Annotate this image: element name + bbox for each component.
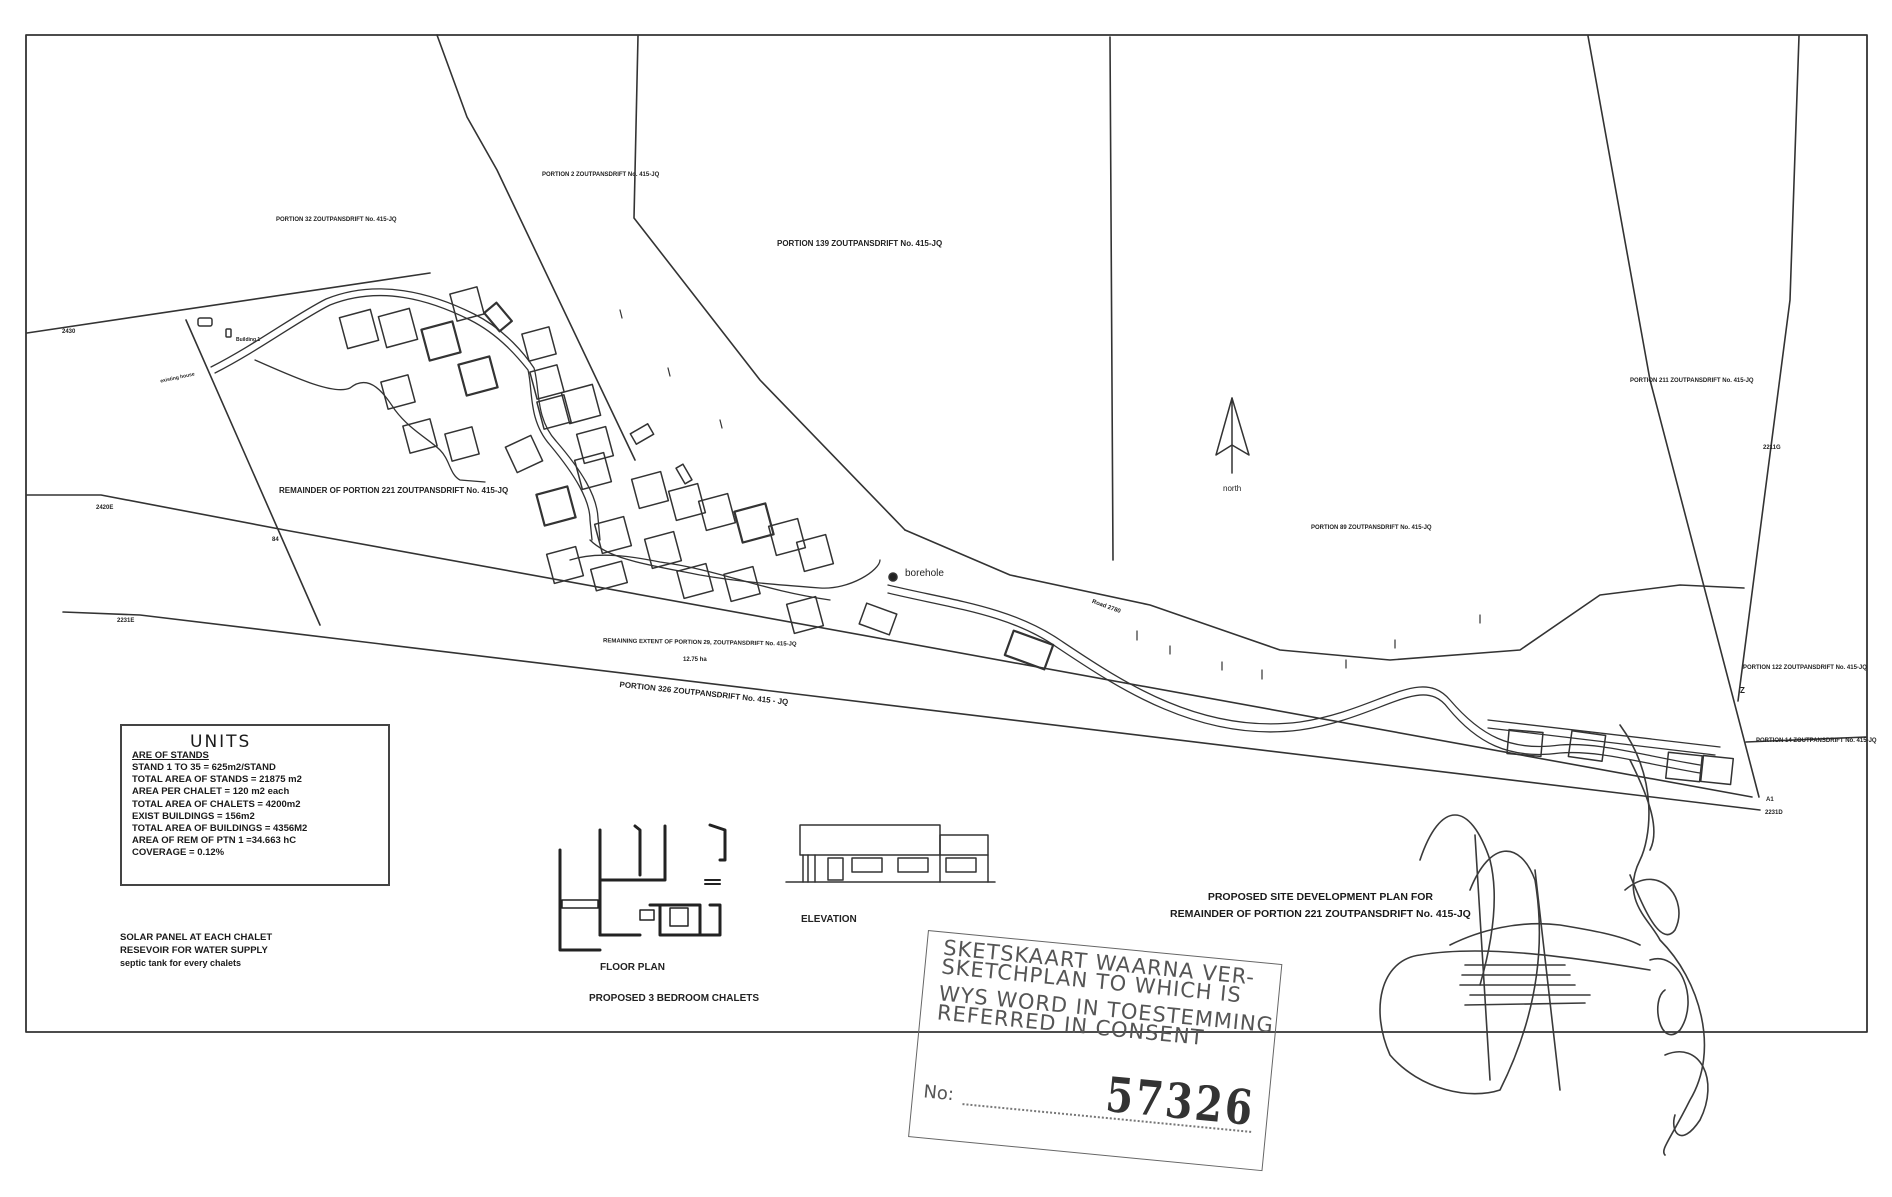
legend-heading: ARE OF STANDS xyxy=(132,750,209,761)
north-arrow-icon xyxy=(1215,397,1250,474)
boundary-line xyxy=(62,611,1761,811)
boundary-line xyxy=(26,494,1753,798)
drawing-frame xyxy=(25,34,1868,1033)
beacon-2231e: 2231E xyxy=(117,618,135,624)
boundary-line xyxy=(633,35,906,531)
boundary-line xyxy=(185,319,321,626)
legend-line: AREA OF REM OF PTN 1 =34.663 hC xyxy=(132,835,297,847)
beacon-84: 84 xyxy=(272,537,279,543)
legend-line: TOTAL AREA OF BUILDINGS = 4356M2 xyxy=(132,823,308,835)
label-portion-far-right-low: PORTION 14 ZOUTPANSDRIFT No. 415-JQ xyxy=(1756,738,1877,744)
label-portion-right-middle: PORTION 89 ZOUTPANSDRIFT No. 415-JQ xyxy=(1311,525,1432,531)
label-portion-139: PORTION 139 ZOUTPANSDRIFT No. 415-JQ xyxy=(777,239,943,248)
boundary-line xyxy=(1737,35,1800,702)
note-line: septic tank for every chalets xyxy=(120,958,242,968)
plan-title-line2: REMAINDER OF PORTION 221 ZOUTPANSDRIFT N… xyxy=(1170,908,1471,920)
elevation-caption: ELEVATION xyxy=(801,914,857,925)
stamp-number: 57326 xyxy=(1103,1066,1258,1137)
beacon-z: Z xyxy=(1740,686,1745,695)
note-line: RESEVOIR FOR WATER SUPPLY xyxy=(120,944,268,956)
legend-handwritten-title: UNITS xyxy=(190,732,252,752)
label-portion-top-left: PORTION 32 ZOUTPANSDRIFT No. 415-JQ xyxy=(276,217,397,223)
label-north: north xyxy=(1223,484,1242,493)
elevation-drawing xyxy=(785,824,996,883)
legend-line: AREA PER CHALET = 120 m2 each xyxy=(132,786,290,798)
note-line: SOLAR PANEL AT EACH CHALET xyxy=(120,932,273,943)
plan-title-line1: PROPOSED SITE DEVELOPMENT PLAN FOR xyxy=(1207,891,1434,903)
label-portion-far-right-mid: PORTION 122 ZOUTPANSDRIFT No. 415-JQ xyxy=(1743,665,1867,671)
legend-line: EXIST BUILDINGS = 156m2 xyxy=(132,810,255,822)
boundary-line xyxy=(436,34,636,461)
boundary-line xyxy=(904,529,1745,661)
legend-line: TOTAL AREA OF CHALETS = 4200m2 xyxy=(132,798,301,810)
internal-road xyxy=(210,288,1701,774)
beacon-2211g: 2211G xyxy=(1763,445,1781,451)
site-notes: SOLAR PANEL AT EACH CHALET RESEVOIR FOR … xyxy=(120,932,272,970)
label-remainder-221: REMAINDER OF PORTION 221 ZOUTPANSDRIFT N… xyxy=(279,486,509,495)
label-borehole: borehole xyxy=(905,568,944,579)
label-portion-top-middle: PORTION 2 ZOUTPANSDRIFT No. 415-JQ xyxy=(542,172,660,178)
plan-title-block: PROPOSED SITE DEVELOPMENT PLAN FOR REMAI… xyxy=(1170,886,1471,926)
boundary-line xyxy=(1109,36,1114,561)
signature xyxy=(1379,724,1709,1156)
beacon-a1: A1 xyxy=(1766,797,1774,803)
boundary-line xyxy=(1587,35,1760,798)
floor-plan-drawing xyxy=(558,823,727,952)
legend-line: COVERAGE = 0.12% xyxy=(132,847,225,859)
label-remaining-extent-area: 12.75 ha xyxy=(683,657,707,663)
beacon-2231d: 2231D xyxy=(1765,810,1783,816)
stamp-no-label: No: xyxy=(922,1081,955,1106)
label-existing-building: Building 1 xyxy=(236,337,261,343)
boundary-line xyxy=(26,272,431,334)
boundary-line xyxy=(1745,736,1867,743)
beacon-2420e: 2420E xyxy=(96,505,114,511)
label-portion-far-right-top: PORTION 211 ZOUTPANSDRIFT No. 415-JQ xyxy=(1630,378,1754,384)
consent-stamp: SKETSKAART WAARNA VER- SKETCHPLAN TO WHI… xyxy=(908,930,1283,1172)
legend-line: STAND 1 TO 35 = 625m2/STAND xyxy=(132,762,276,773)
beacon-2430: 2430 xyxy=(62,329,76,335)
chalet-stands xyxy=(197,286,1735,786)
fence-ticks xyxy=(619,309,1481,680)
chalets-caption: PROPOSED 3 BEDROOM CHALETS xyxy=(589,993,760,1004)
borehole-marker xyxy=(888,572,898,582)
area-schedule-box: UNITS ARE OF STANDS STAND 1 TO 35 = 625m… xyxy=(120,724,390,886)
legend-line: TOTAL AREA OF STANDS = 21875 m2 xyxy=(132,774,302,786)
floor-plan-caption: FLOOR PLAN xyxy=(600,962,665,973)
